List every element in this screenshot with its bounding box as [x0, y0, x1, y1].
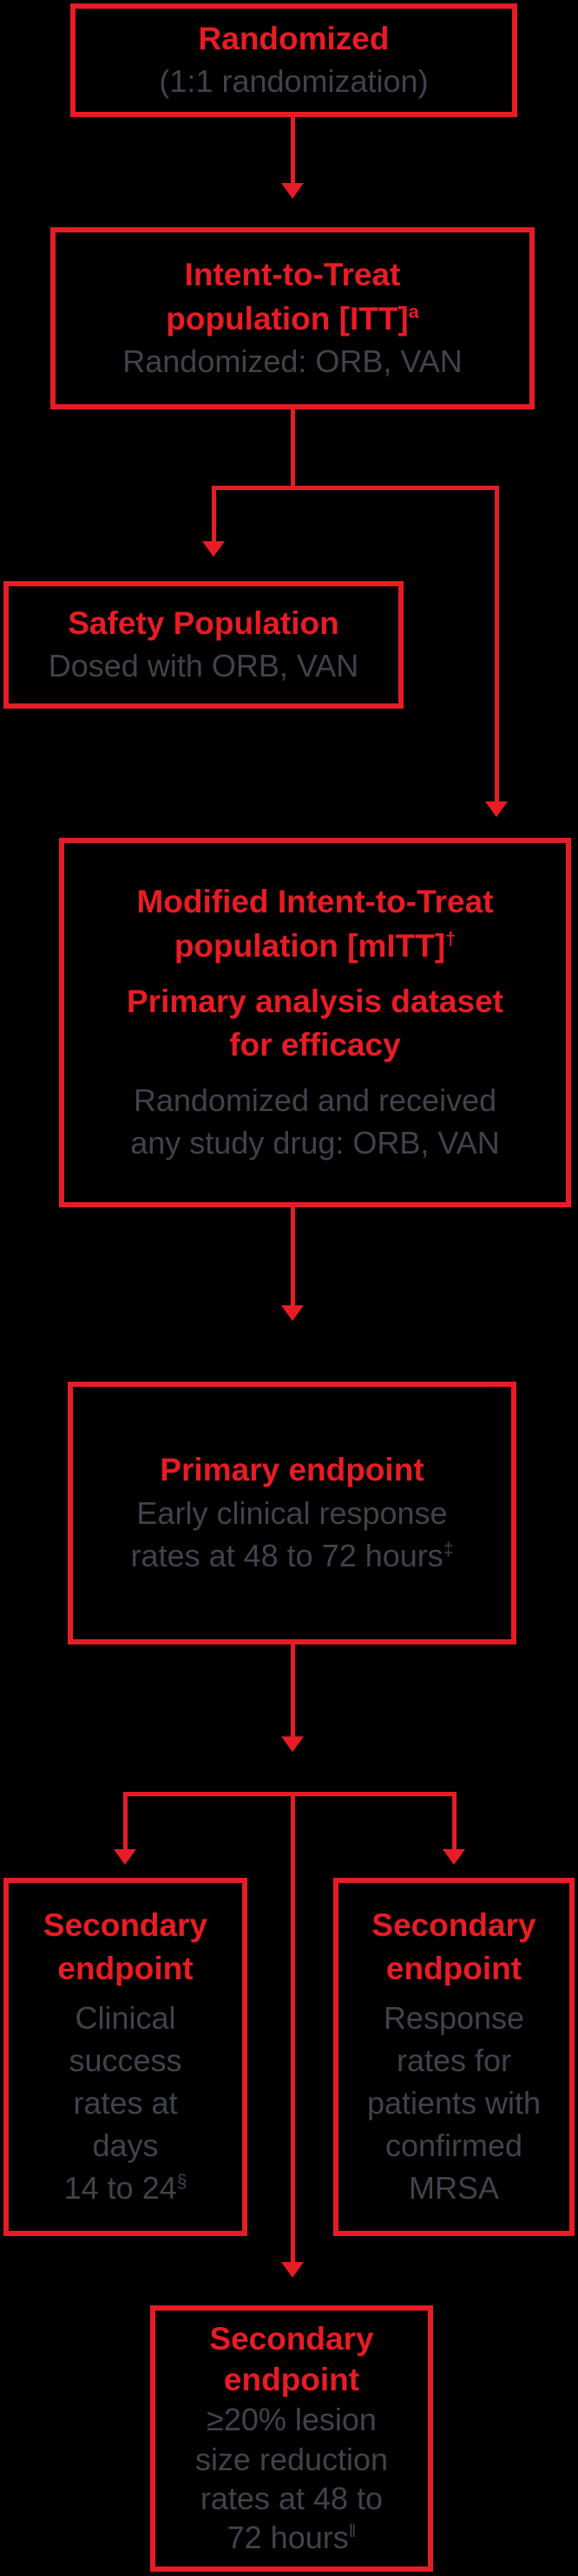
- itt-population-box: Intent-to-Treat population [ITT]a Random…: [50, 227, 535, 409]
- randomized-box: Randomized (1:1 randomization): [70, 3, 517, 117]
- secondary-endpoint-left-box: Secondary endpoint Clinical success rate…: [3, 1878, 247, 2236]
- mitt-footnote-marker: †: [445, 928, 456, 950]
- mitt-subtitle-line2: any study drug: ORB, VAN: [130, 1124, 500, 1161]
- secondary-left-subtitle-last: 14 to 24§: [63, 2170, 187, 2207]
- secondary-right-subtitle: Response rates for patients with confirm…: [366, 2000, 542, 2207]
- itt-subtitle: Randomized: ORB, VAN: [122, 343, 463, 379]
- arrow-down-icon: [202, 541, 225, 557]
- primary-endpoint-title: Primary endpoint: [160, 1452, 424, 1488]
- itt-title-line1: Intent-to-Treat: [184, 257, 401, 293]
- connector-itt-split-line: [212, 486, 499, 490]
- arrow-down-icon: [443, 1849, 465, 1865]
- primary-footnote-marker: ‡: [443, 1539, 454, 1559]
- secondary-left-footnote-marker: §: [176, 2172, 187, 2193]
- primary-endpoint-subtitle-line1: Early clinical response: [136, 1494, 448, 1531]
- mitt-subtitle-line1: Randomized and received: [133, 1082, 497, 1118]
- connector-mitt-to-primary-line: [291, 1207, 295, 1307]
- secondary-right-title: Secondary endpoint: [371, 1906, 536, 1987]
- connector-to-secondary-right-line: [452, 1792, 456, 1850]
- mitt-subtitle-gray: Randomized and received any study drug: …: [130, 1080, 500, 1165]
- secondary-endpoint-right-box: Secondary endpoint Response rates for pa…: [333, 1878, 575, 2236]
- mitt-analysis-line2: for efficacy: [229, 1027, 401, 1063]
- secondary-bottom-subtitle: ≥20% lesion size reduction rates at 48 t…: [195, 2400, 388, 2557]
- arrow-down-icon: [281, 2262, 304, 2278]
- primary-endpoint-box: Primary endpoint Early clinical response…: [68, 1382, 516, 1644]
- arrow-down-icon: [281, 1305, 304, 1321]
- randomized-subtitle: (1:1 randomization): [159, 63, 429, 100]
- secondary-left-title: Secondary endpoint: [43, 1906, 208, 1987]
- secondary-left-subtitle: Clinical success rates at days 14 to 24§: [64, 1997, 187, 2210]
- connector-itt-stem-line: [291, 409, 295, 490]
- connector-to-secondary-bottom-line: [291, 1792, 295, 2263]
- secondary-bottom-title: Secondary endpoint: [209, 2321, 374, 2397]
- mitt-subtitle-red: Primary analysis dataset for efficacy: [127, 980, 503, 1068]
- connector-itt-to-mitt-line: [495, 486, 499, 802]
- randomized-title: Randomized: [198, 20, 390, 56]
- arrow-down-icon: [281, 1736, 304, 1752]
- connector-randomized-to-itt-line: [291, 117, 295, 184]
- arrow-down-icon: [281, 183, 304, 199]
- itt-title-line2: population [ITT]a: [166, 300, 419, 337]
- itt-footnote-marker: a: [408, 301, 419, 323]
- connector-secondary-split-line: [123, 1792, 456, 1796]
- mitt-title-line1: Modified Intent-to-Treat: [136, 884, 494, 920]
- safety-subtitle: Dosed with ORB, VAN: [48, 648, 359, 684]
- secondary-bottom-footnote-marker: ‖: [348, 2521, 357, 2542]
- mitt-analysis-line1: Primary analysis dataset: [127, 984, 503, 1020]
- connector-itt-to-safety-line: [212, 486, 216, 542]
- arrow-down-icon: [485, 801, 508, 817]
- secondary-endpoint-bottom-box: Secondary endpoint ≥20% lesion size redu…: [150, 2305, 433, 2572]
- safety-population-box: Safety Population Dosed with ORB, VAN: [3, 581, 404, 709]
- connector-primary-stem-line: [291, 1644, 295, 1737]
- primary-endpoint-subtitle-line2: rates at 48 to 72 hours‡: [130, 1537, 454, 1573]
- secondary-bottom-subtitle-last: 72 hours‖: [227, 2520, 357, 2556]
- arrow-down-icon: [114, 1849, 136, 1865]
- mitt-title-line2: population [mITT]†: [174, 927, 456, 964]
- mitt-title: Modified Intent-to-Treat population [mIT…: [136, 880, 493, 968]
- connector-to-secondary-left-line: [123, 1792, 128, 1850]
- safety-title: Safety Population: [68, 605, 339, 641]
- mitt-population-box: Modified Intent-to-Treat population [mIT…: [59, 838, 571, 1207]
